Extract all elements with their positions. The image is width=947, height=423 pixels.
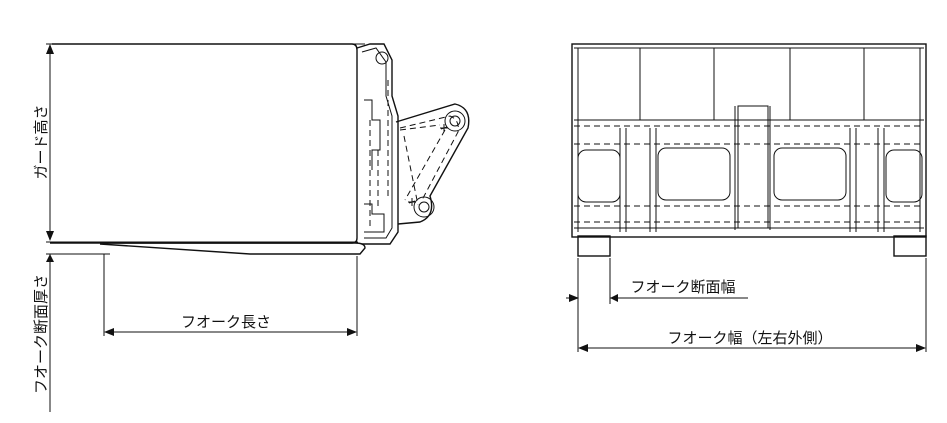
window-opening bbox=[577, 149, 621, 203]
window-opening bbox=[657, 147, 731, 201]
upper-pivot-outer bbox=[444, 110, 466, 132]
center-column bbox=[737, 105, 769, 229]
carriage-frame bbox=[356, 43, 399, 245]
linkage-bracket bbox=[395, 103, 470, 225]
carriage-frame-inner bbox=[361, 47, 393, 239]
carriage-upper-hook bbox=[364, 99, 381, 170]
lower-pivot-inner bbox=[418, 201, 430, 213]
hidden-line bbox=[404, 129, 446, 201]
window-opening bbox=[885, 149, 923, 203]
arrowhead bbox=[46, 254, 54, 262]
weld-symbol bbox=[440, 124, 448, 132]
carriage-lower-hook bbox=[364, 203, 385, 233]
guard-plate bbox=[50, 43, 358, 244]
fork-section-thickness-label: フオーク断面厚さ bbox=[32, 274, 50, 394]
side-view bbox=[46, 43, 470, 412]
front-frame-outline bbox=[571, 43, 927, 238]
linkage-hidden bbox=[399, 115, 459, 201]
pin-hole bbox=[375, 51, 389, 65]
upper-pivot-inner bbox=[449, 115, 461, 127]
right-fork-foot bbox=[893, 235, 927, 257]
arrowhead bbox=[610, 294, 618, 302]
guard-height-label: ガード高さ bbox=[32, 104, 50, 179]
fork-outer-width-label: フオーク幅（左右外側） bbox=[667, 329, 832, 347]
lower-pivot-outer bbox=[413, 196, 435, 218]
weld-symbol bbox=[408, 198, 416, 206]
fork-blade bbox=[99, 242, 366, 255]
window-opening bbox=[773, 147, 847, 201]
fork-section-width-label: フオーク断面幅 bbox=[630, 278, 735, 296]
left-fork-foot bbox=[577, 235, 611, 257]
front-view bbox=[566, 43, 927, 352]
fork-length-label: フオーク長さ bbox=[181, 313, 271, 331]
hidden-line bbox=[403, 135, 419, 206]
hidden-line bbox=[399, 124, 441, 131]
